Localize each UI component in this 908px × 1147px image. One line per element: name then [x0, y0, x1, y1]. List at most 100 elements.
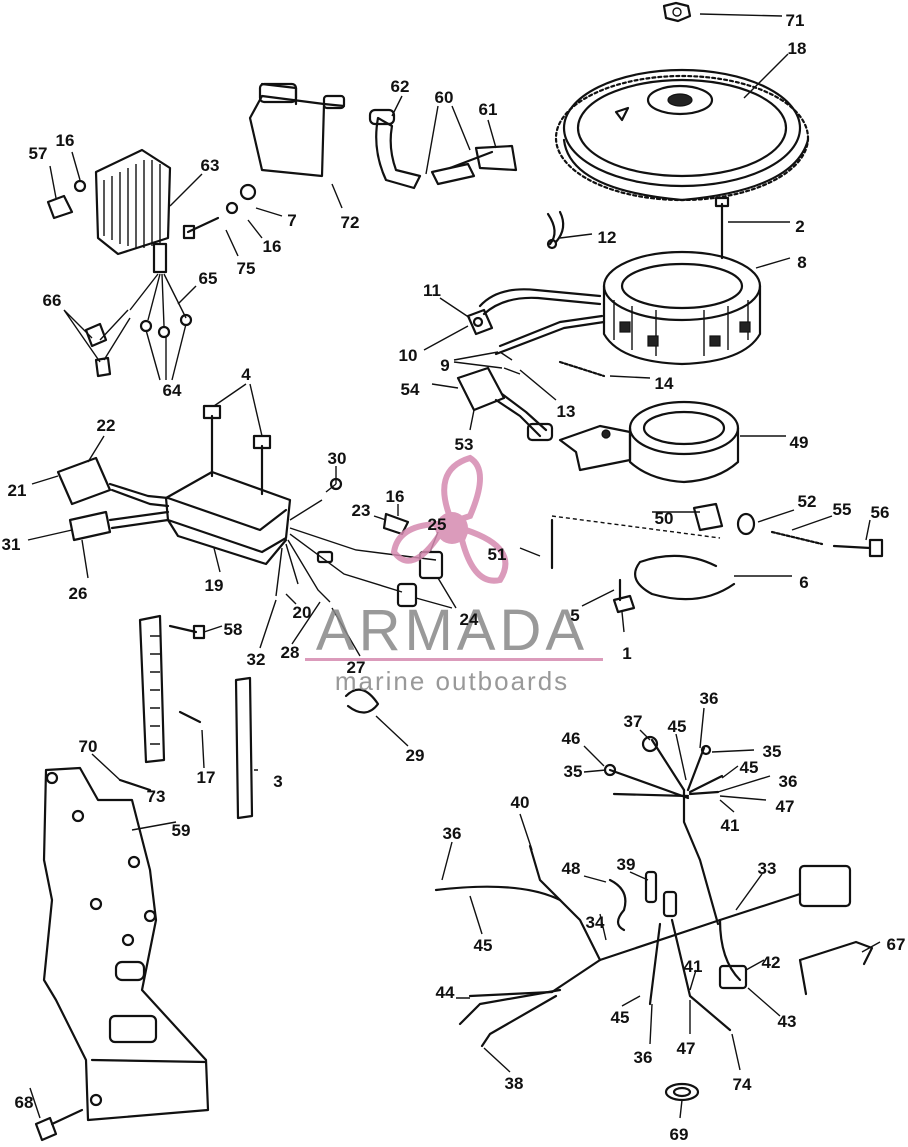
callout-74: 74 [733, 1075, 752, 1094]
clip-48 [608, 878, 627, 932]
callout-61: 61 [479, 100, 498, 119]
propeller-logo [390, 454, 509, 584]
strip-3 [234, 676, 254, 820]
spring-14 [558, 360, 606, 378]
callout-36: 36 [634, 1048, 653, 1067]
callout-50: 50 [655, 509, 674, 528]
clamp-12 [546, 210, 565, 250]
flywheel-18 [554, 68, 810, 202]
callout-12: 12 [598, 228, 617, 247]
callout-65: 65 [199, 269, 218, 288]
callout-47: 47 [677, 1039, 696, 1058]
callout-42: 42 [762, 953, 781, 972]
leader-lines [27, 13, 881, 1119]
callout-72: 72 [341, 213, 360, 232]
callout-45: 45 [668, 717, 687, 736]
power-pack-leads [275, 477, 444, 608]
ignition-coil-72 [248, 82, 346, 178]
callout-9: 9 [440, 356, 449, 375]
watermark-brand: ARMADA [316, 598, 588, 663]
callout-46: 46 [562, 729, 581, 748]
watermark-tagline: marine outboards [335, 666, 569, 696]
callout-21: 21 [8, 481, 27, 500]
callout-8: 8 [797, 253, 806, 272]
callout-35: 35 [763, 742, 782, 761]
callout-53: 53 [455, 435, 474, 454]
callout-26: 26 [69, 584, 88, 603]
callout-36: 36 [700, 689, 719, 708]
callout-40: 40 [511, 793, 530, 812]
callout-1: 1 [622, 644, 631, 663]
callout-31: 31 [2, 535, 21, 554]
bolt-68 [34, 1108, 84, 1142]
callout-16: 16 [386, 487, 405, 506]
callout-75: 75 [237, 259, 256, 278]
propeller-blade-right [458, 526, 509, 584]
callout-27: 27 [347, 658, 366, 677]
callout-39: 39 [617, 855, 636, 874]
callout-73: 73 [147, 787, 166, 806]
watermark-divider [305, 658, 603, 661]
callout-64: 64 [163, 381, 182, 400]
screw-56 [832, 538, 884, 558]
connector-21-22 [56, 456, 170, 508]
callout-44: 44 [436, 983, 455, 1002]
callout-30: 30 [328, 449, 347, 468]
callout-22: 22 [97, 416, 116, 435]
rectifier-63 [94, 148, 172, 274]
rectifier-leads-64-65-66 [84, 273, 193, 378]
callout-2: 2 [795, 217, 804, 236]
callout-45: 45 [740, 758, 759, 777]
callout-68: 68 [15, 1093, 34, 1112]
callout-48: 48 [562, 859, 581, 878]
pin-70 [118, 778, 152, 792]
clamp-29 [344, 688, 380, 714]
callout-35: 35 [564, 762, 583, 781]
callout-16: 16 [263, 237, 282, 256]
propeller-hub [436, 512, 468, 544]
callout-23: 23 [352, 501, 371, 520]
callout-60: 60 [435, 88, 454, 107]
grommet-69 [664, 1082, 700, 1102]
callout-52: 52 [798, 492, 817, 511]
callout-14: 14 [655, 374, 674, 393]
callout-32: 32 [247, 650, 266, 669]
callout-24: 24 [460, 610, 479, 629]
temp-sensor-26-31 [68, 510, 170, 542]
callout-71: 71 [786, 11, 805, 30]
propeller-blade-left [390, 520, 444, 564]
callout-54: 54 [401, 380, 420, 399]
callout-18: 18 [788, 39, 807, 58]
callout-10: 10 [399, 346, 418, 365]
callout-45: 45 [474, 936, 493, 955]
spring-55 [770, 530, 824, 546]
callout-16: 16 [56, 131, 75, 150]
callout-4: 4 [241, 365, 251, 384]
callout-41: 41 [684, 957, 703, 976]
callout-25: 25 [428, 515, 447, 534]
callout-49: 49 [790, 433, 809, 452]
timer-base-49 [558, 400, 740, 484]
fuse-39 [644, 870, 678, 918]
callout-55: 55 [833, 500, 852, 519]
callout-51: 51 [488, 545, 507, 564]
callout-43: 43 [778, 1012, 797, 1031]
stator-8 [602, 250, 762, 366]
bracket-50 [692, 502, 724, 532]
spark-plug-boots [368, 108, 518, 190]
callout-70: 70 [79, 737, 98, 756]
callout-28: 28 [281, 643, 300, 662]
bracket-67 [798, 940, 874, 996]
callout-63: 63 [201, 156, 220, 175]
callout-29: 29 [406, 746, 425, 765]
callout-62: 62 [391, 77, 410, 96]
bolts-4 [202, 404, 272, 496]
callout-17: 17 [197, 768, 216, 787]
callout-67: 67 [887, 935, 906, 954]
washer-52 [736, 512, 756, 536]
screw-2 [714, 196, 730, 260]
callout-38: 38 [505, 1074, 524, 1093]
callout-13: 13 [557, 402, 576, 421]
callout-11: 11 [423, 281, 441, 300]
